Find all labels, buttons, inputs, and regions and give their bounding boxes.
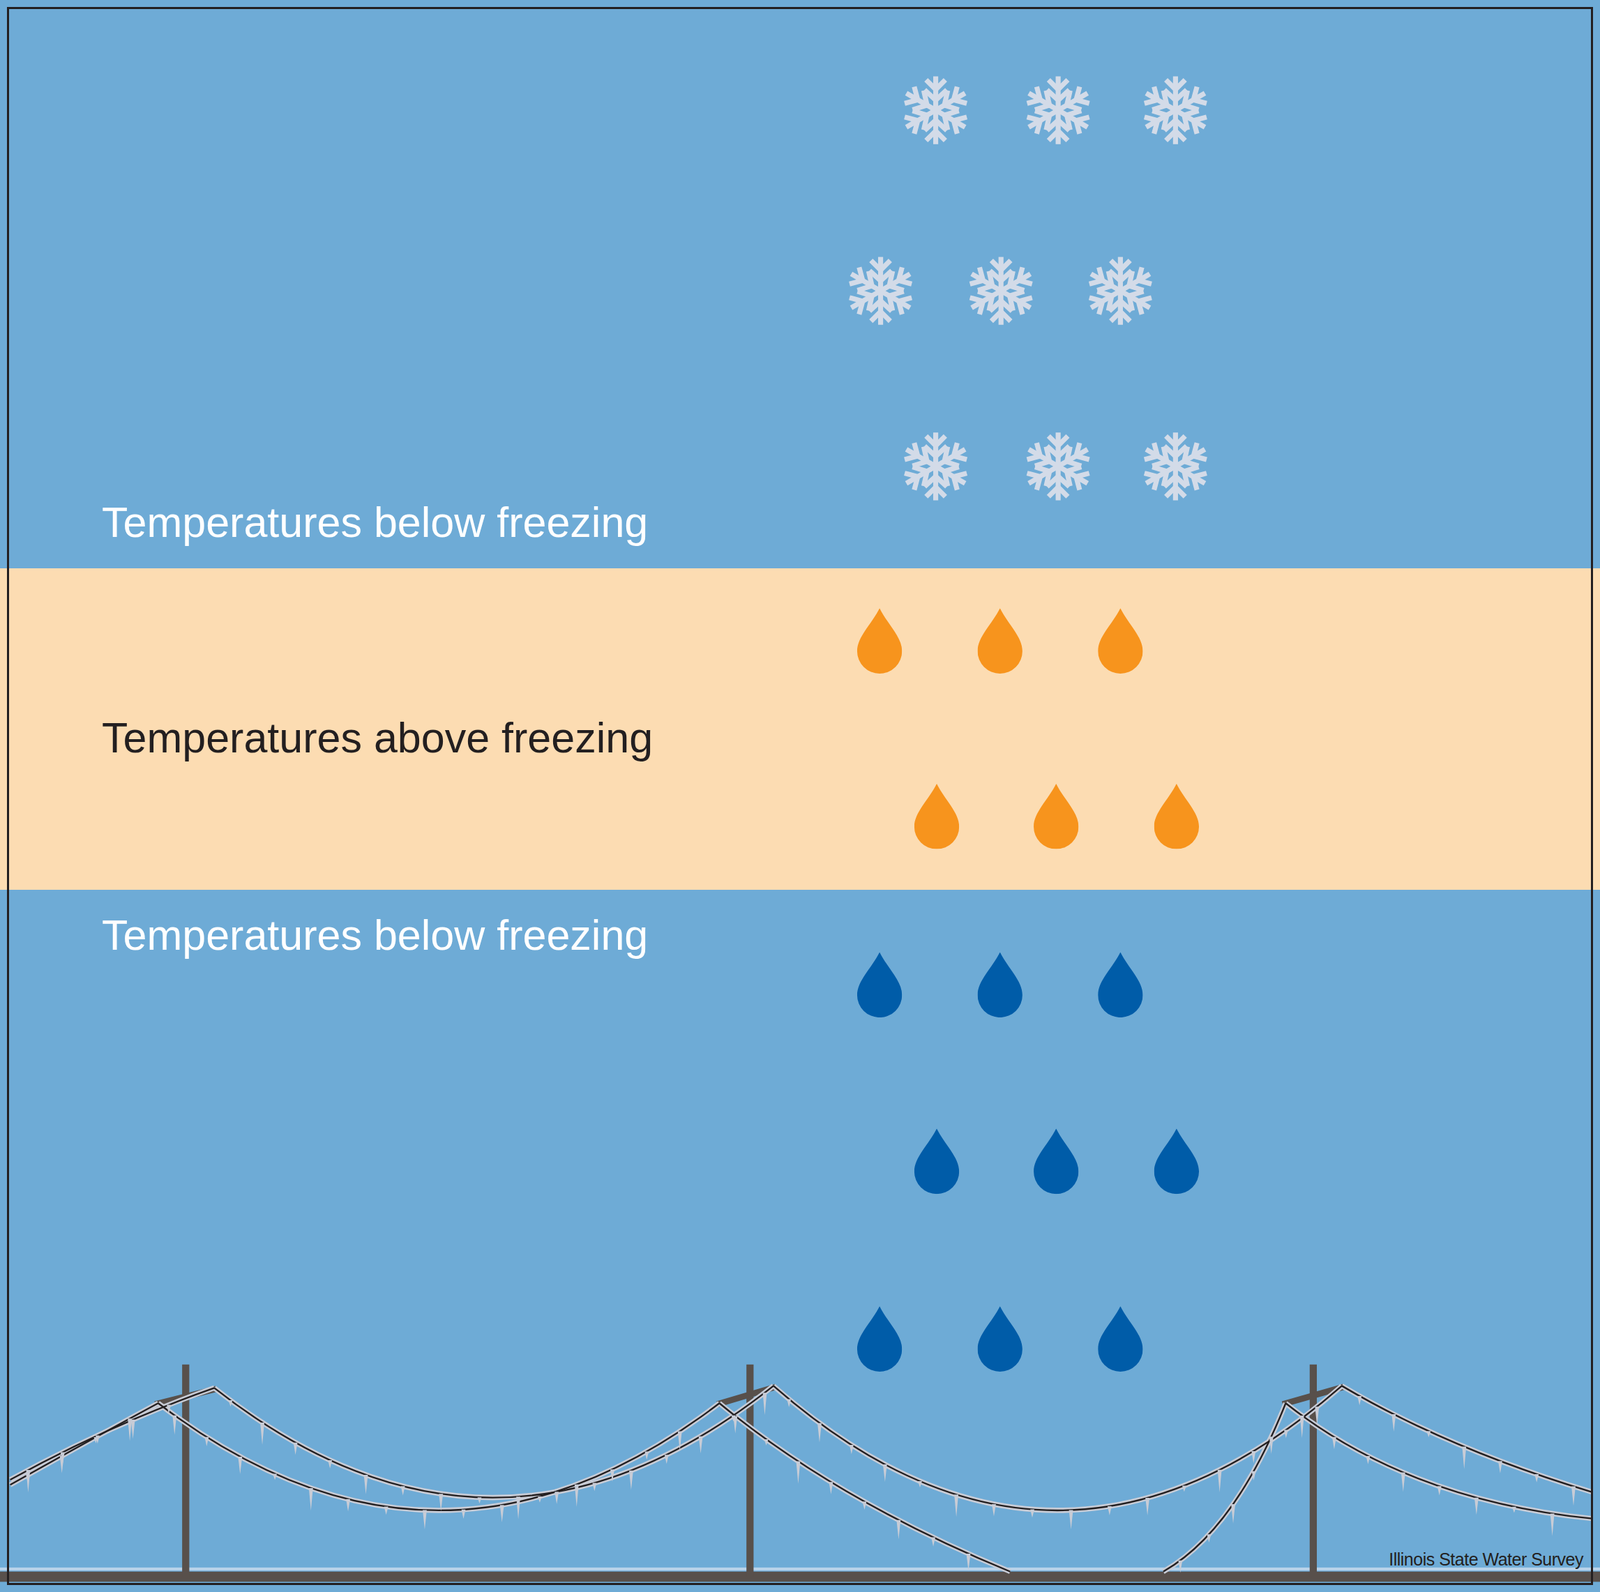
rain-drops-warm xyxy=(857,608,1199,849)
icicles xyxy=(25,1392,1576,1573)
iced-power-lines xyxy=(10,1385,1593,1572)
wire-core xyxy=(158,1403,720,1511)
snowflakes xyxy=(848,78,1208,498)
source-credit: Illinois State Water Survey xyxy=(1388,1549,1584,1571)
wire-core xyxy=(10,1387,215,1481)
utility-poles xyxy=(154,1364,1344,1577)
wire-core xyxy=(214,1385,774,1498)
wire-core xyxy=(1163,1403,1287,1572)
band-label: Temperatures below freezing xyxy=(101,910,648,960)
wire-core xyxy=(1285,1403,1592,1519)
wire-core xyxy=(773,1385,1342,1511)
wire-core xyxy=(10,1403,159,1485)
wire-core xyxy=(1341,1385,1592,1492)
wire-core xyxy=(719,1403,1010,1572)
temperature-band: Temperatures above freezing xyxy=(0,568,1600,890)
band-label: Temperatures above freezing xyxy=(101,713,653,763)
ground xyxy=(0,1567,1600,1582)
band-label: Temperatures below freezing xyxy=(101,497,648,547)
frame-border xyxy=(6,6,1594,1586)
temperature-band: Temperatures below freezing xyxy=(0,0,1600,569)
rain-drops-supercooled xyxy=(857,952,1199,1372)
temperature-band: Temperatures below freezing xyxy=(0,889,1600,1592)
